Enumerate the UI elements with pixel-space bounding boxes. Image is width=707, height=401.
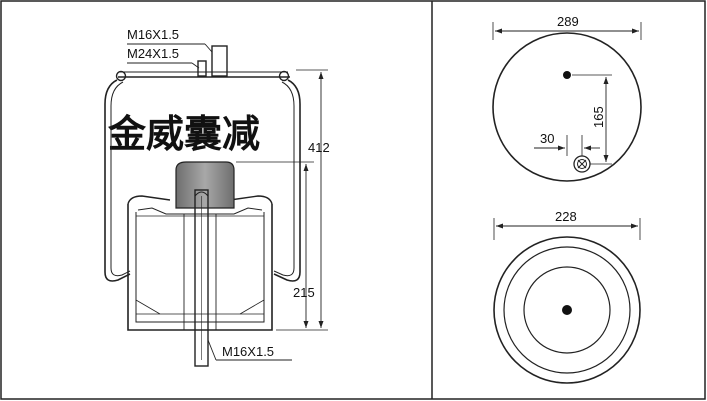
label-piston-height: 215 (293, 285, 315, 300)
bottom-stud (194, 189, 209, 367)
label-top-thread-2: M24X1.5 (127, 46, 179, 61)
label-bottom-diameter: 228 (555, 209, 577, 224)
top-studs (197, 45, 228, 77)
top-view: 289 165 30 (492, 14, 642, 182)
bellows-outer-right (273, 79, 301, 282)
top-bead-plate (115, 70, 290, 82)
piston (127, 195, 273, 331)
dim-piston-height (236, 161, 314, 328)
label-vertical-offset: 165 (591, 106, 606, 128)
label-overall-height: 412 (308, 140, 330, 155)
label-top-diameter: 289 (557, 14, 579, 29)
bottom-view: 228 (493, 209, 641, 384)
side-view: 金威囊减 (104, 27, 330, 367)
dim-overall-height (276, 69, 328, 331)
bellows-outer (104, 79, 131, 282)
label-top-thread-1: M16X1.5 (127, 27, 179, 42)
brand-watermark: 金威囊减 (107, 111, 260, 156)
label-horizontal-offset: 30 (540, 131, 554, 146)
label-bottom-thread: M16X1.5 (222, 344, 274, 359)
bumper (175, 161, 235, 209)
